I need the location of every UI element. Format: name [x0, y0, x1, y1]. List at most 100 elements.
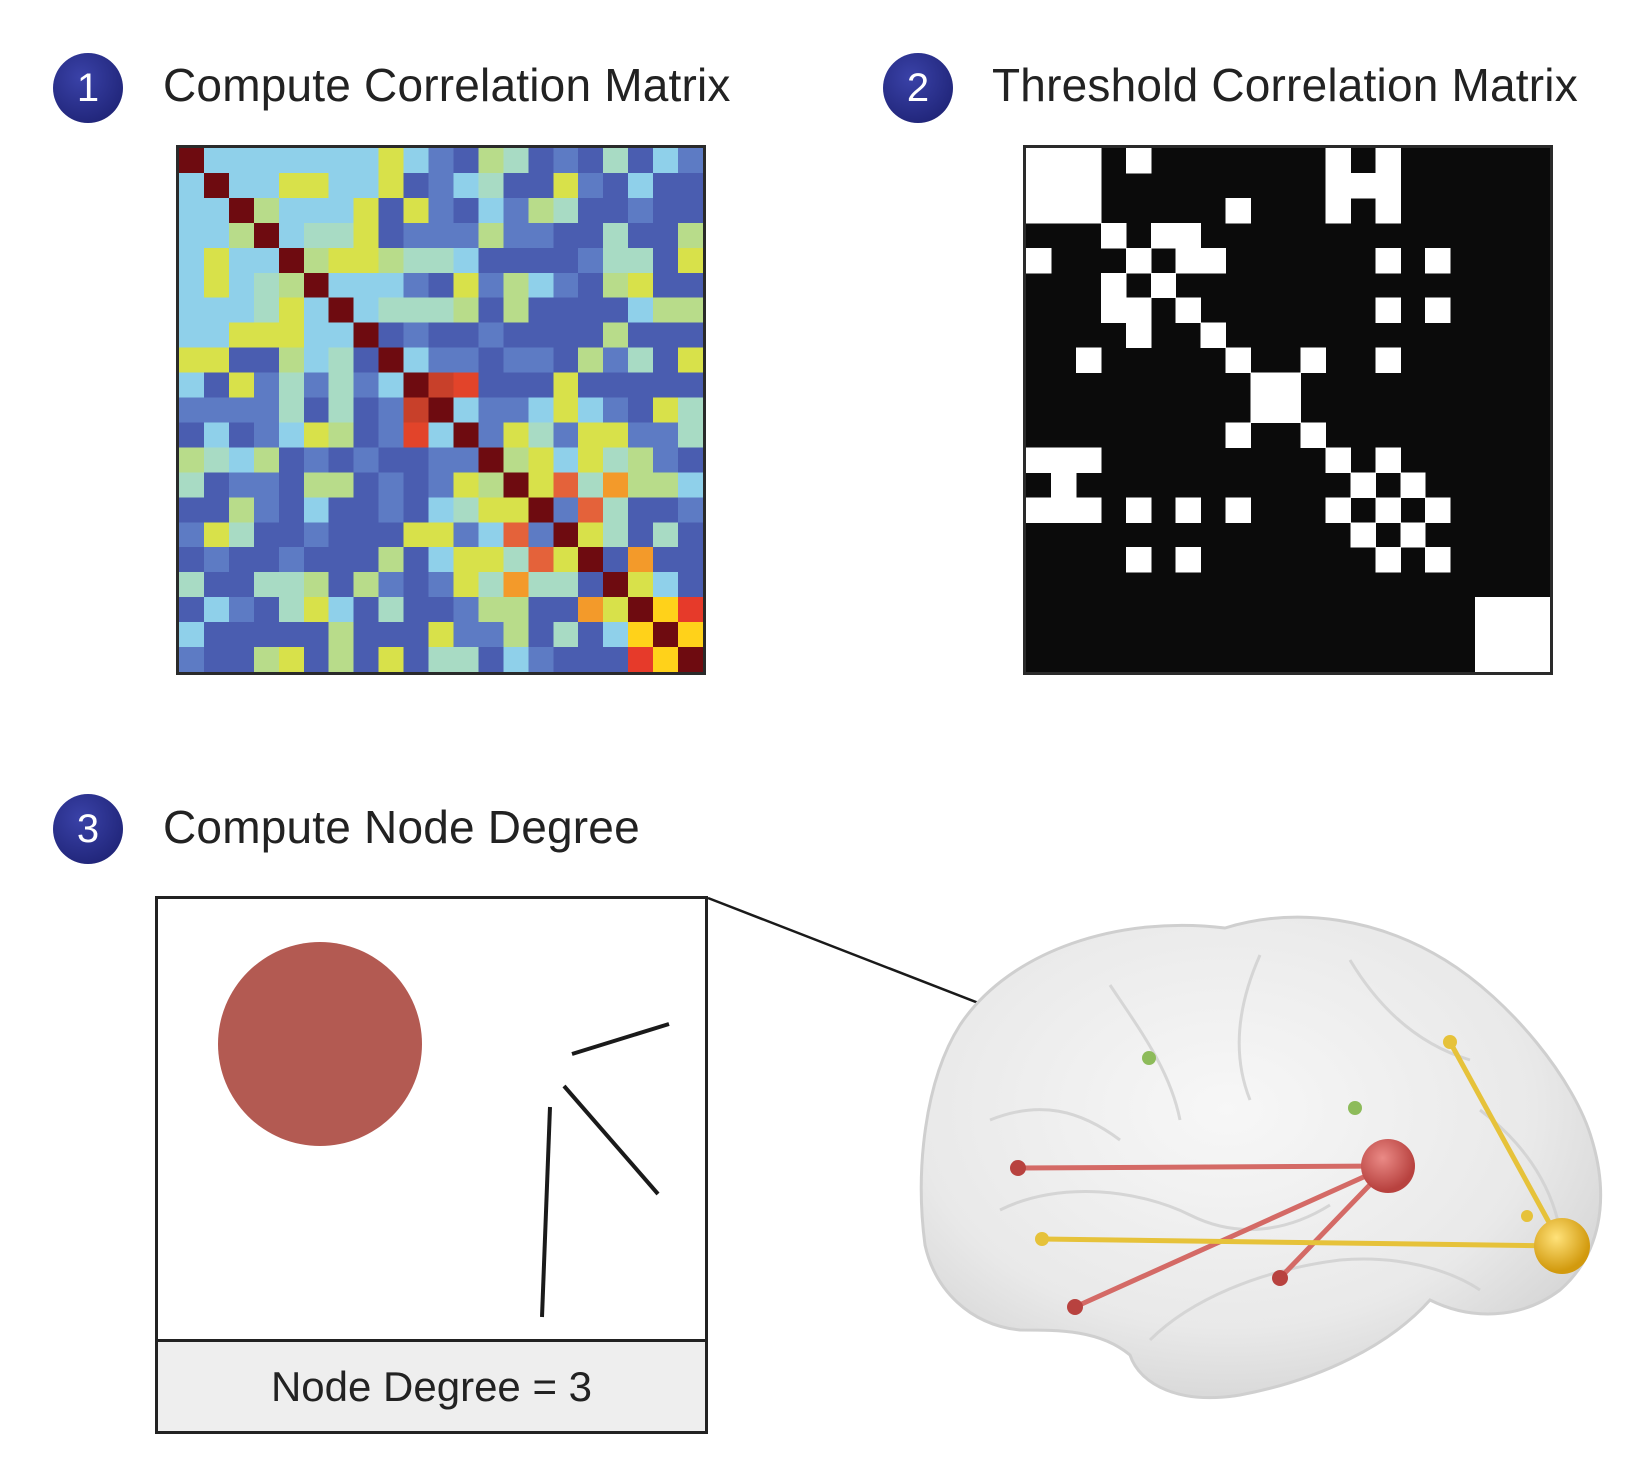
corr-cell — [653, 572, 679, 598]
corr-cell — [278, 397, 305, 423]
corr-cell — [253, 372, 280, 399]
corr-cell — [603, 172, 629, 199]
corr-cell — [528, 497, 554, 523]
corr-cell — [303, 422, 330, 448]
corr-cell — [678, 247, 703, 274]
threshold-matrix — [1023, 145, 1553, 675]
corr-cell — [328, 547, 355, 573]
corr-cell — [528, 222, 554, 249]
corr-cell — [179, 272, 205, 299]
corr-cell — [328, 472, 355, 498]
edge-line-3 — [540, 1106, 552, 1318]
corr-cell — [303, 347, 330, 374]
corr-cell — [603, 397, 629, 423]
brain-surface — [919, 915, 1603, 1400]
corr-cell — [253, 547, 280, 573]
corr-cell — [378, 572, 405, 598]
corr-cell — [603, 572, 629, 598]
corr-cell — [553, 397, 579, 423]
corr-cell — [378, 297, 405, 324]
corr-cell — [553, 372, 579, 399]
corr-cell — [403, 297, 430, 324]
threshold-cell — [1100, 222, 1127, 249]
corr-cell — [428, 222, 454, 249]
corr-cell — [528, 447, 554, 473]
step-2-badge: 2 — [883, 53, 953, 123]
threshold-cell — [1026, 247, 1052, 274]
threshold-cell — [1026, 497, 1052, 523]
corr-cell — [603, 272, 629, 299]
corr-cell — [528, 597, 554, 623]
corr-cell — [603, 497, 629, 523]
corr-cell — [378, 372, 405, 399]
corr-cell — [179, 372, 205, 399]
corr-cell — [328, 497, 355, 523]
corr-cell — [203, 447, 230, 473]
corr-cell — [228, 347, 255, 374]
threshold-cell — [1325, 197, 1351, 224]
corr-cell — [403, 397, 430, 423]
corr-cell — [179, 447, 205, 473]
corr-cell — [303, 397, 330, 423]
corr-cell — [378, 322, 405, 349]
threshold-cell — [1300, 422, 1326, 448]
red-hub-node — [1361, 1139, 1415, 1193]
corr-cell — [578, 447, 604, 473]
corr-cell — [678, 372, 703, 399]
corr-cell — [528, 422, 554, 448]
corr-cell — [453, 572, 479, 598]
corr-cell — [478, 597, 504, 623]
corr-cell — [278, 247, 305, 274]
corr-cell — [203, 222, 230, 249]
corr-cell — [203, 522, 230, 548]
corr-cell — [478, 247, 504, 274]
corr-cell — [378, 497, 405, 523]
corr-cell — [278, 447, 305, 473]
corr-cell — [553, 272, 579, 299]
corr-cell — [503, 647, 529, 672]
node-degree-panel: Node Degree = 3 — [155, 896, 708, 1434]
corr-cell — [228, 148, 255, 174]
corr-cell — [428, 647, 454, 672]
corr-cell — [253, 572, 280, 598]
corr-cell — [603, 322, 629, 349]
corr-cell — [578, 597, 604, 623]
corr-cell — [353, 172, 380, 199]
corr-cell — [253, 622, 280, 648]
corr-cell — [203, 197, 230, 224]
corr-cell — [253, 422, 280, 448]
corr-cell — [253, 522, 280, 548]
threshold-cell — [1075, 172, 1102, 199]
yellow-node-frontal — [1035, 1232, 1049, 1246]
corr-cell — [328, 622, 355, 648]
corr-cell — [478, 522, 504, 548]
threshold-cell — [1175, 297, 1202, 324]
corr-cell — [503, 622, 529, 648]
corr-cell — [303, 222, 330, 249]
corr-cell — [203, 272, 230, 299]
yellow-node-parietal — [1443, 1035, 1457, 1049]
corr-cell — [428, 522, 454, 548]
corr-cell — [253, 297, 280, 324]
threshold-cell — [1050, 197, 1077, 224]
corr-cell — [678, 422, 703, 448]
corr-cell — [303, 472, 330, 498]
corr-cell — [628, 322, 654, 349]
corr-cell — [578, 197, 604, 224]
hub-node — [218, 942, 422, 1146]
corr-cell — [453, 148, 479, 174]
corr-cell — [603, 447, 629, 473]
corr-cell — [653, 647, 679, 672]
corr-cell — [478, 347, 504, 374]
corr-cell — [179, 647, 205, 672]
corr-cell — [353, 297, 380, 324]
corr-cell — [553, 247, 579, 274]
corr-cell — [179, 622, 205, 648]
corr-cell — [503, 322, 529, 349]
corr-cell — [179, 197, 205, 224]
threshold-cell — [1500, 622, 1526, 648]
corr-cell — [253, 197, 280, 224]
corr-cell — [303, 297, 330, 324]
corr-cell — [403, 322, 430, 349]
corr-cell — [328, 572, 355, 598]
